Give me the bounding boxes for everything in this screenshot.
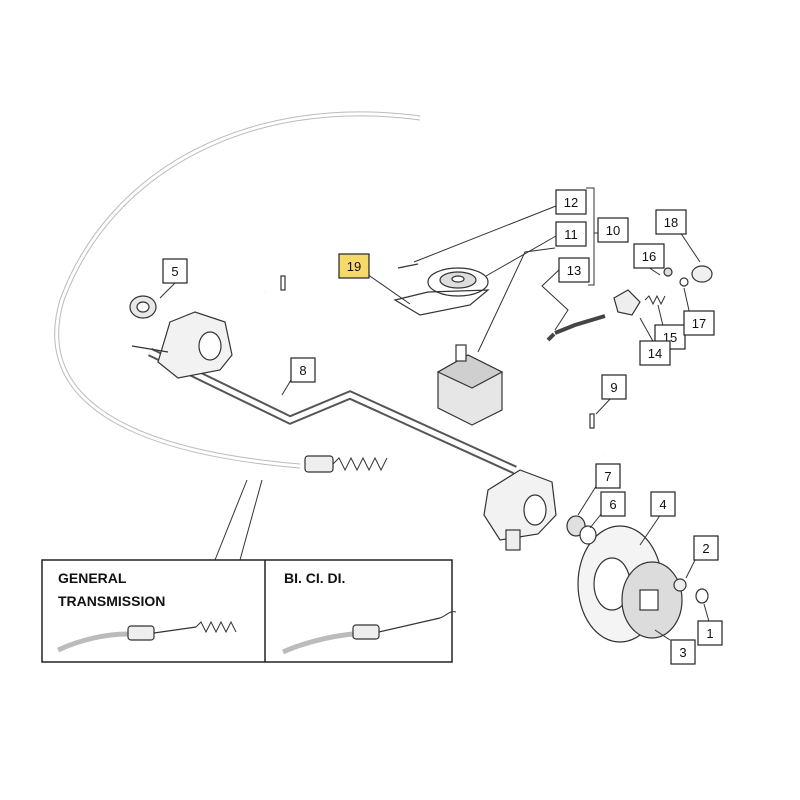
callout-12-text: 12 <box>564 195 578 210</box>
inset-general-title-line2: TRANSMISSION <box>58 593 165 609</box>
drive-cable <box>54 111 421 469</box>
callout-14-text: 14 <box>648 346 662 361</box>
callout-12: 12 <box>555 189 587 215</box>
callout-18: 18 <box>655 209 687 235</box>
callout-3: 3 <box>670 639 696 665</box>
callout-14: 14 <box>639 340 671 366</box>
callout-5-text: 5 <box>171 264 178 279</box>
callout-6: 6 <box>600 491 626 517</box>
wheel-hub-gear <box>577 525 687 643</box>
callout-17-text: 17 <box>692 316 706 331</box>
callout-7: 7 <box>595 463 621 489</box>
height-adjust-rod <box>148 347 517 475</box>
callout-18-text: 18 <box>664 215 678 230</box>
callout-4-text: 4 <box>659 497 666 512</box>
callout-16-text: 16 <box>642 249 656 264</box>
callout-10: 10 <box>597 217 629 243</box>
small-parts <box>129 275 709 604</box>
callout-19-text: 19 <box>347 259 361 274</box>
left-wheel-bracket <box>131 311 233 379</box>
callout-3-text: 3 <box>679 645 686 660</box>
callout-2-text: 2 <box>702 541 709 556</box>
gearbox <box>436 344 504 426</box>
callout-17: 17 <box>683 310 715 336</box>
callout-9: 9 <box>601 374 627 400</box>
callout-19: 19 <box>338 253 370 279</box>
callout-5: 5 <box>162 258 188 284</box>
callout-1-text: 1 <box>706 626 713 641</box>
callout-4: 4 <box>650 491 676 517</box>
knob-assembly <box>613 265 713 316</box>
callout-7-text: 7 <box>604 469 611 484</box>
inset-bicidi-title: BI. CI. DI. <box>284 570 345 586</box>
inset-panel: GENERAL TRANSMISSION BI. CI. DI. <box>41 559 457 663</box>
inset-general-title-line1: GENERAL <box>58 570 127 586</box>
inset-pointer <box>214 479 263 561</box>
pulley-and-belt <box>393 263 490 316</box>
callout-9-text: 9 <box>610 380 617 395</box>
lever-rod <box>546 314 606 342</box>
callout-2: 2 <box>693 535 719 561</box>
right-wheel-bracket <box>483 469 557 551</box>
callout-6-text: 6 <box>609 497 616 512</box>
leader-lines <box>159 187 711 641</box>
callout-8-text: 8 <box>299 363 306 378</box>
callout-11-text: 11 <box>564 227 578 242</box>
callout-16: 16 <box>633 243 665 269</box>
callout-13: 13 <box>558 257 590 283</box>
callout-11: 11 <box>555 221 587 247</box>
callout-10-text: 10 <box>606 223 620 238</box>
rear-axle <box>263 289 607 458</box>
callout-8: 8 <box>290 357 316 383</box>
cable-spring-end <box>304 455 388 473</box>
callout-1: 1 <box>697 620 723 646</box>
callout-13-text: 13 <box>567 263 581 278</box>
